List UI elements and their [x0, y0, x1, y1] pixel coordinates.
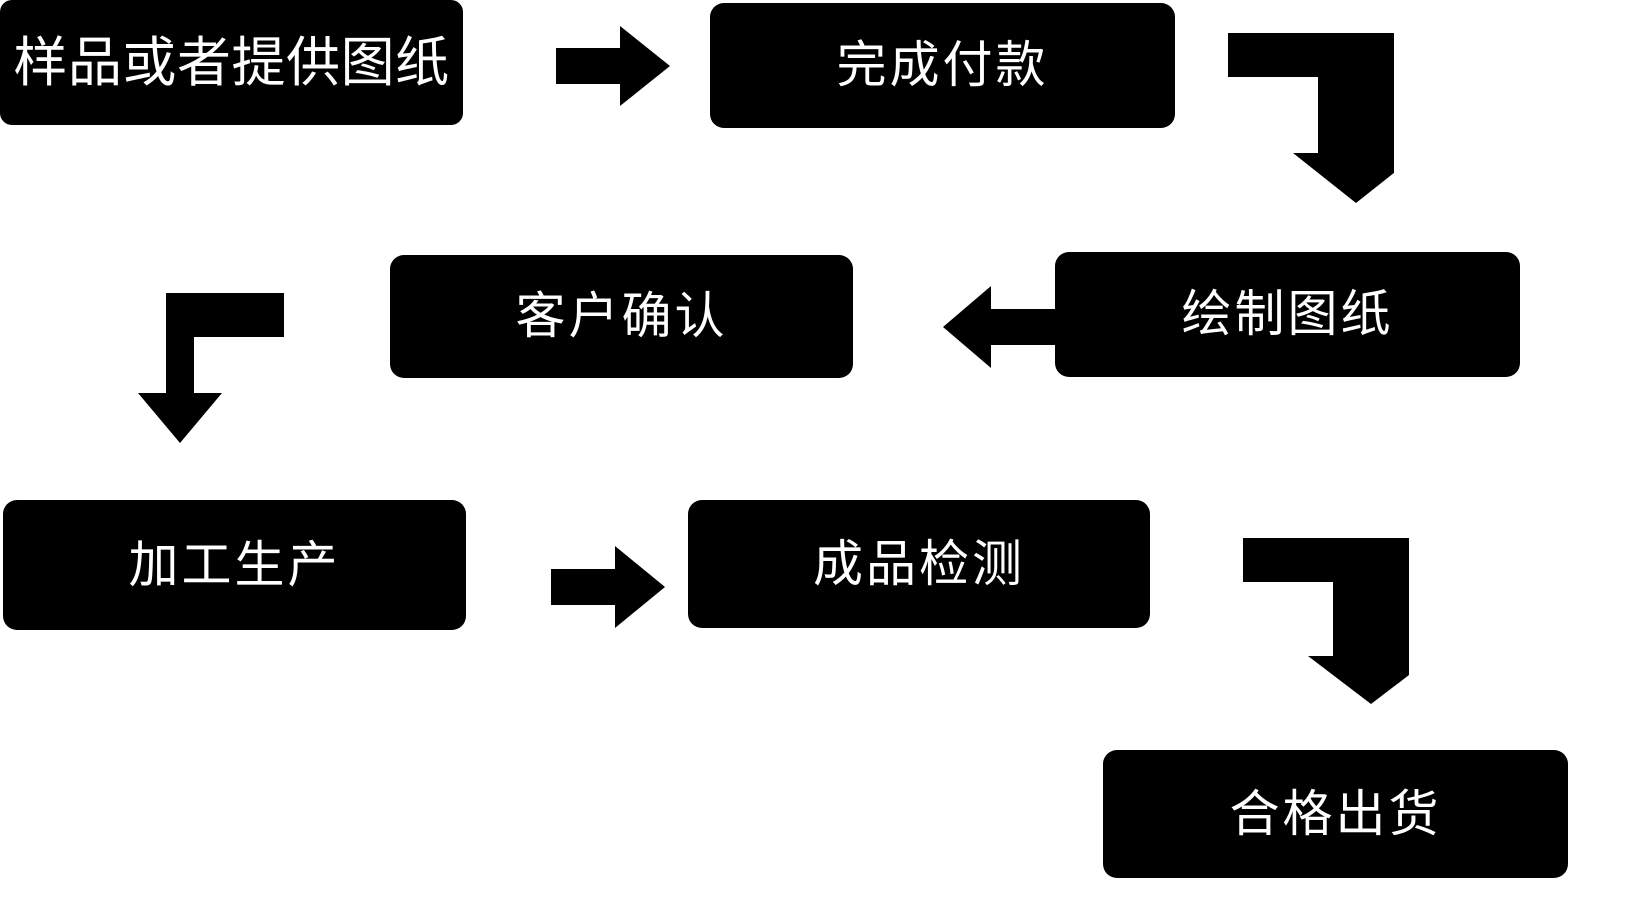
flow-node-label: 成品检测: [813, 534, 1025, 593]
flow-node-payment[interactable]: 完成付款: [710, 3, 1175, 128]
arrow-elbow-right-down-icon: [1243, 538, 1409, 704]
flow-node-label: 样品或者提供图纸: [13, 30, 450, 94]
arrow-elbow-right-down-icon: [1228, 33, 1394, 203]
arrow-elbow-left-down-icon: [136, 293, 284, 443]
flow-node-production[interactable]: 加工生产: [3, 500, 466, 630]
flow-node-shipping[interactable]: 合格出货: [1103, 750, 1568, 878]
flow-node-label: 加工生产: [128, 535, 341, 594]
flow-node-label: 完成付款: [836, 36, 1049, 94]
flow-node-confirm[interactable]: 客户确认: [390, 255, 853, 378]
arrow-left-icon: [943, 286, 1055, 368]
flow-node-inspection[interactable]: 成品检测: [688, 500, 1150, 628]
flow-node-drawing[interactable]: 绘制图纸: [1055, 252, 1520, 377]
flow-node-sample[interactable]: 样品或者提供图纸: [0, 0, 463, 125]
flow-node-label: 合格出货: [1229, 784, 1442, 843]
flow-node-label: 绘制图纸: [1181, 285, 1394, 343]
arrow-right-icon: [551, 546, 665, 628]
arrow-right-icon: [556, 26, 670, 106]
flow-node-label: 客户确认: [515, 287, 728, 345]
